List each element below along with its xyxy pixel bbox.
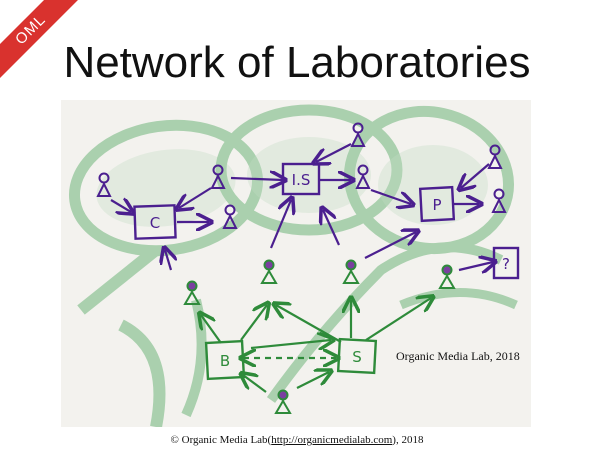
svg-text:C: C [150,214,160,232]
node-question: ? [492,246,520,280]
slide-title: Network of Laboratories [63,38,531,87]
node-b: B [204,339,246,381]
footer-prefix: © Organic Media Lab( [170,434,272,446]
footer-suffix: ), 2018 [392,434,424,446]
node-c: C [133,204,177,240]
footer-link[interactable]: http://organicmedialab.com [271,434,393,446]
svg-text:S: S [352,348,362,366]
node-s: S [336,337,378,375]
field-links [201,298,431,393]
node-is: I.S [281,162,321,196]
svg-text:I.S: I.S [292,171,311,189]
node-p: P [418,185,456,223]
copyright-footer: © Organic Media Lab(http://organicmedial… [0,434,594,446]
svg-text:B: B [220,352,230,370]
image-credit: Organic Media Lab, 2018 [396,349,520,363]
svg-text:?: ? [502,255,510,273]
lab-links [110,143,493,270]
network-diagram: C I.S P ? B S [61,100,531,427]
svg-text:P: P [432,196,441,214]
